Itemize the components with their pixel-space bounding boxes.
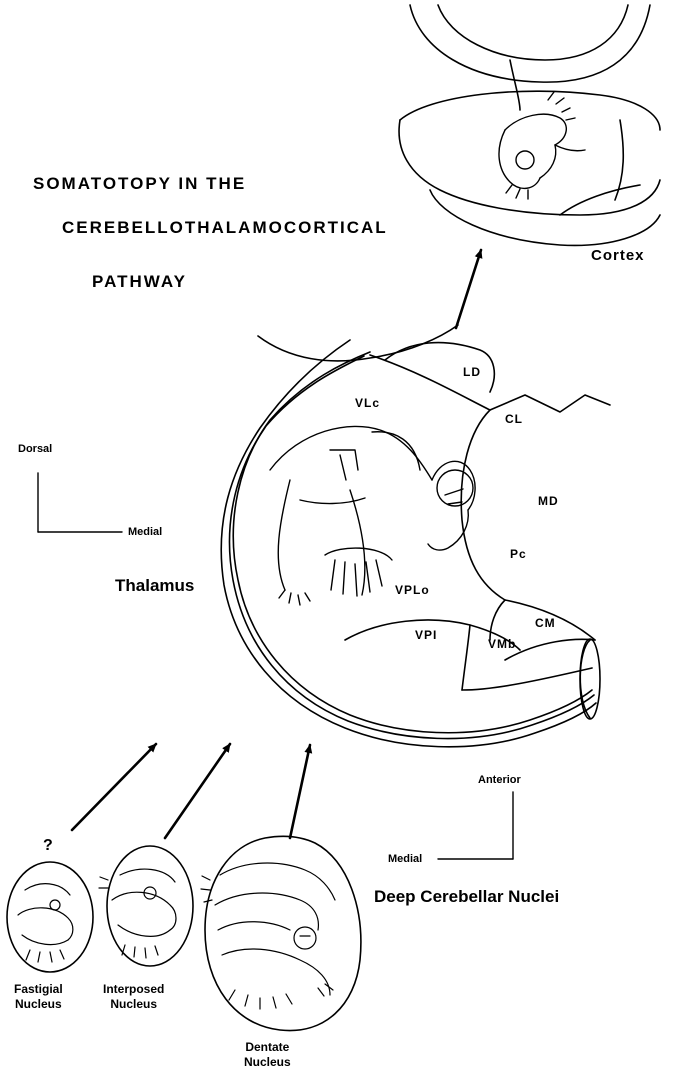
thalamus-monkey	[270, 426, 475, 605]
dentate-label: Dentate Nucleus	[244, 1040, 291, 1070]
interposed-label-line2: Nucleus	[103, 997, 164, 1012]
title-line-1: SOMATOTOPY IN THE	[33, 175, 246, 192]
region-vmb: VMb	[488, 638, 516, 650]
arrow-interposed-to-thalamus	[165, 744, 230, 838]
region-md: MD	[538, 495, 559, 507]
interposed-nucleus-drawing	[99, 846, 193, 966]
fastigial-label: Fastigial Nucleus	[14, 982, 63, 1012]
dentate-nucleus-drawing	[201, 836, 361, 1030]
title-line-3: PATHWAY	[92, 273, 187, 290]
thalamus-axis-medial: Medial	[128, 527, 162, 538]
region-ld: LD	[463, 366, 481, 378]
region-cl: CL	[505, 413, 523, 425]
fastigial-nucleus-drawing	[7, 862, 93, 972]
dentate-label-line1: Dentate	[244, 1040, 291, 1055]
nuclei-axis-medial: Medial	[388, 854, 422, 865]
interposed-label: Interposed Nucleus	[103, 982, 164, 1012]
thalamus-axis-dorsal: Dorsal	[18, 444, 52, 455]
thalamus-drawing	[221, 325, 610, 747]
arrow-thalamus-to-cortex	[456, 250, 481, 328]
fastigial-label-line2: Nucleus	[14, 997, 63, 1012]
cortex-homunculus	[499, 92, 585, 199]
fastigial-question-mark: ?	[43, 838, 53, 854]
thalamus-axes	[38, 473, 122, 532]
region-cm: CM	[535, 617, 556, 629]
thalamus-label: Thalamus	[115, 577, 194, 594]
arrow-dentate-to-thalamus	[290, 745, 310, 838]
dentate-label-line2: Nucleus	[244, 1055, 291, 1070]
region-pc: Pc	[510, 548, 527, 560]
region-vpi: VPI	[415, 629, 437, 641]
cortex-label: Cortex	[591, 248, 645, 263]
interposed-label-line1: Interposed	[103, 982, 164, 997]
cortex-drawing	[399, 5, 660, 245]
nuclei-axis-anterior: Anterior	[478, 775, 521, 786]
deep-nuclei-label: Deep Cerebellar Nuclei	[374, 888, 559, 905]
nuclei-axes	[438, 792, 513, 859]
title-line-2: CEREBELLOTHALAMOCORTICAL	[62, 219, 388, 236]
fastigial-label-line1: Fastigial	[14, 982, 63, 997]
region-vplo: VPLo	[395, 584, 430, 596]
region-vlc: VLc	[355, 397, 380, 409]
arrow-fastigial-to-thalamus	[72, 744, 156, 830]
